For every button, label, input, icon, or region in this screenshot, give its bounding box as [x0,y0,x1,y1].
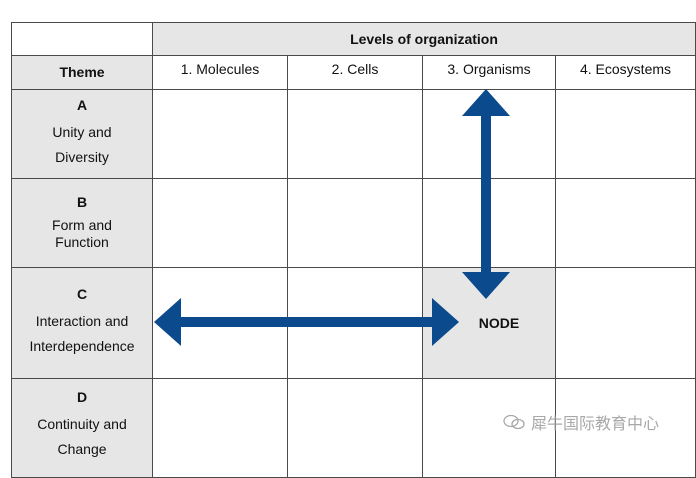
theme-row-b: B Form and Function [11,178,153,268]
horizontal-double-arrow [154,298,459,346]
watermark: 犀牛国际教育中心 [503,410,659,434]
wechat-icon [503,414,525,430]
watermark-text: 犀牛国际教育中心 [531,416,660,433]
vertical-double-arrow [462,89,510,299]
theme-name: Form and Function [52,216,112,251]
arrows-overlay [154,89,510,346]
theme-name: Continuity and Change [37,415,127,457]
theme-letter: D [76,389,88,405]
theme-letter: B [76,194,88,211]
theme-row-c: C Interaction and Interdependence [11,267,153,379]
theme-letter: C [76,286,88,303]
theme-letter: A [76,97,88,114]
theme-name: Interaction and Interdependence [29,313,135,355]
theme-name: Unity and Diversity [52,124,112,166]
